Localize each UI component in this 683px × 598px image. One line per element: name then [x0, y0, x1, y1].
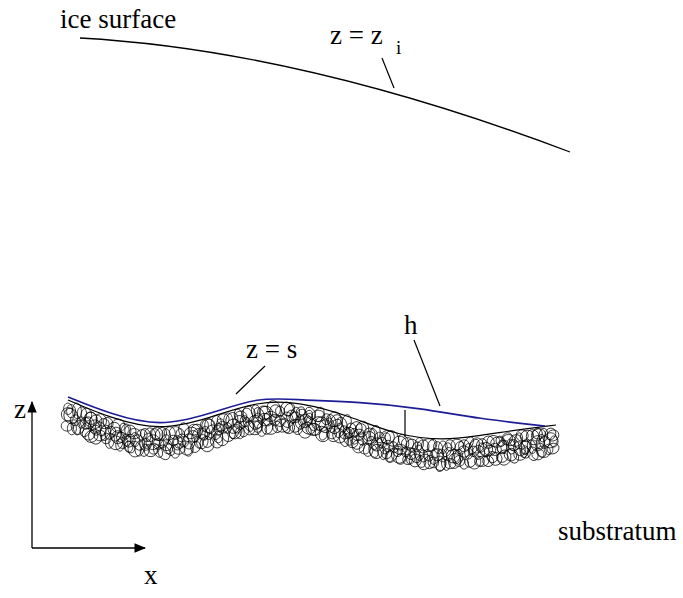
substratum-loop	[481, 454, 495, 468]
level-label: z = z	[330, 22, 383, 49]
substratum-loop	[303, 405, 317, 421]
thickness-tick	[404, 410, 405, 437]
leader-line	[382, 58, 394, 88]
substratum-loop	[377, 444, 388, 460]
substratum-loop	[545, 441, 560, 455]
substratum-loop	[67, 404, 76, 417]
substratum-loop	[227, 422, 244, 440]
x-axis	[32, 547, 145, 548]
substratum-loop	[392, 445, 404, 458]
substratum-loop	[363, 443, 374, 457]
substratum-loop	[198, 435, 216, 454]
subscript: i	[396, 38, 401, 57]
substratum-loop	[307, 422, 323, 437]
substratum-label: substratum	[558, 518, 677, 545]
substratum-loop	[545, 428, 561, 443]
substratum-loop	[214, 431, 223, 443]
substratum-loop	[520, 447, 531, 459]
substratum-loop	[215, 429, 230, 446]
axis-label: x	[144, 562, 158, 589]
z-axis	[31, 402, 32, 548]
substratum-loop	[496, 449, 512, 467]
substratum-loop	[352, 440, 364, 453]
level-label: z = s	[246, 336, 297, 363]
substratum-loop	[433, 455, 447, 472]
substratum-loop	[453, 455, 465, 467]
substratum-loop	[243, 421, 255, 436]
substratum-loop	[273, 417, 291, 435]
substratum-loop	[500, 431, 515, 447]
leader-line	[236, 366, 265, 394]
leader-line	[414, 340, 440, 406]
substratum-loop	[519, 445, 529, 458]
ice-surface-line	[80, 38, 570, 152]
substratum-loop	[519, 440, 531, 455]
substratum-loop	[467, 453, 482, 469]
substratum-texture	[61, 399, 561, 473]
substratum-loop	[200, 418, 216, 435]
substratum-loop	[318, 426, 330, 441]
substratum-loop	[73, 420, 86, 436]
substratum-loop	[279, 417, 292, 434]
substratum-loop	[200, 420, 209, 432]
substratum-loop	[494, 435, 506, 448]
substratum-loop	[313, 424, 332, 444]
substratum-loop	[116, 439, 125, 451]
thickness-label: h	[404, 312, 418, 339]
substratum-loop	[481, 435, 496, 450]
ice-surface-label: ice surface	[60, 6, 176, 33]
substratum-loop	[550, 436, 558, 447]
axis-label: z	[14, 396, 26, 423]
sediment-surface	[68, 397, 545, 426]
